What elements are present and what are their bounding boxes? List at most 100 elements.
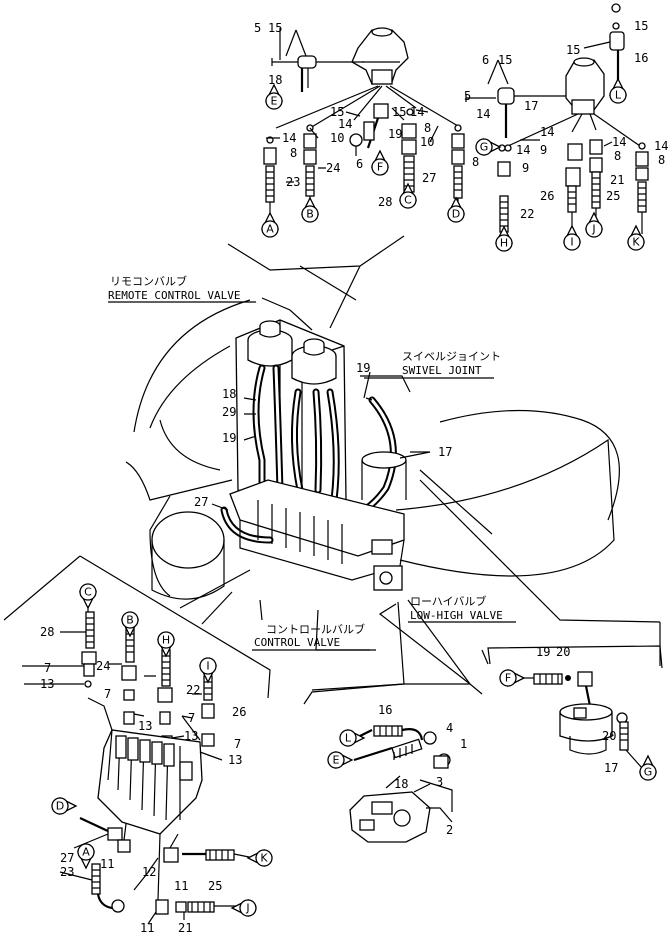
part-num: 9	[540, 143, 547, 157]
bubble-circle	[265, 92, 283, 110]
part-num: 17	[524, 99, 538, 113]
part-num: 15	[634, 19, 648, 33]
bubble-circle	[261, 220, 279, 238]
part-num: 11	[140, 921, 154, 935]
top-left-detail	[263, 27, 465, 222]
lower-left-detail	[22, 604, 255, 925]
part-num: 21	[178, 921, 192, 935]
connection-bubble-i: I	[562, 224, 582, 251]
bubble-letter: J	[245, 902, 249, 915]
bubble-circle	[447, 205, 465, 223]
part-num: 5	[464, 89, 471, 103]
bubble-circle	[301, 205, 319, 223]
swivel-joint-jp: スイベルジョイント	[402, 350, 501, 363]
bubble-letter: F	[505, 672, 511, 685]
connection-bubble-f: F	[370, 149, 390, 176]
part-num: 18	[268, 73, 282, 87]
part-num: 25	[606, 189, 620, 203]
remote-control-valve-jp: リモコンバルブ	[110, 274, 187, 288]
part-num: 18	[222, 387, 236, 401]
bubble-circle	[609, 86, 627, 104]
bubble-letter: D	[452, 208, 460, 221]
bubble-circle	[199, 657, 217, 675]
part-num: 23	[60, 865, 74, 879]
bubble-circle	[495, 234, 513, 252]
connection-bubble-g: G	[475, 137, 502, 157]
bubble-letter: K	[260, 852, 268, 865]
part-num: 14	[338, 117, 352, 131]
part-num: 8	[658, 153, 665, 167]
bubble-letter: B	[306, 208, 314, 221]
lower-right-detail	[487, 645, 663, 769]
control-valve-jp: コントロールバルブ	[266, 622, 365, 636]
part-num: 27	[422, 171, 436, 185]
part-num: 2	[446, 823, 453, 837]
part-num: 7	[44, 661, 51, 675]
part-num: 19	[356, 361, 370, 375]
part-num: 7	[104, 687, 111, 701]
part-num: 27	[60, 851, 74, 865]
bubble-letter: L	[345, 732, 352, 745]
connection-bubble-k: K	[246, 848, 273, 868]
part-num: 14	[654, 139, 668, 153]
part-num: 19	[388, 127, 402, 141]
part-num: 17	[438, 445, 452, 459]
part-num: 13	[138, 719, 152, 733]
bubble-letter: H	[500, 237, 508, 250]
part-num: 14	[282, 131, 296, 145]
part-num: 27	[194, 495, 208, 509]
bubble-circle	[585, 220, 603, 238]
part-num: 9	[522, 161, 529, 175]
bubble-letter: E	[333, 754, 340, 767]
part-num: 18	[394, 777, 408, 791]
bubble-circle	[499, 669, 517, 687]
part-num: 14	[516, 143, 530, 157]
bubble-letter: J	[591, 223, 595, 236]
connection-bubble-d: D	[51, 796, 78, 816]
bubble-circle	[339, 729, 357, 747]
top-right-labels: 6 15 17 5 15 15 16 14 14 9 9 14 8 14 8 2…	[464, 19, 668, 221]
top-left-labels: 5 15 18 15 14 10 8 24 23 14 19 6 15 14 8…	[254, 21, 490, 209]
low-high-valve-en: LOW-HIGH VALVE	[410, 609, 503, 622]
part-num: 25	[208, 879, 222, 893]
bubble-letter: C	[404, 194, 412, 207]
connection-bubble-g: G	[638, 754, 658, 781]
low-high-valve-jp: ローハイバルブ	[410, 594, 486, 608]
bubble-letter: H	[162, 634, 170, 647]
part-num: 20	[556, 645, 570, 659]
remote-control-valve-en: REMOTE CONTROL VALVE	[108, 289, 240, 302]
lower-middle-labels: 16 4 1 18 3 2	[378, 703, 467, 837]
connection-bubble-l: L	[339, 728, 366, 748]
part-num: 1	[460, 737, 467, 751]
part-num: 15	[268, 21, 282, 35]
bubble-circle	[51, 797, 69, 815]
part-num: 7	[188, 711, 195, 725]
bubble-letter: F	[377, 161, 383, 174]
connection-bubble-a: A	[260, 211, 280, 238]
part-num: 16	[634, 51, 648, 65]
part-num: 24	[326, 161, 340, 175]
part-num: 14	[476, 107, 490, 121]
connection-bubble-a: A	[76, 843, 96, 870]
part-num: 15	[392, 105, 406, 119]
part-num: 13	[184, 729, 198, 743]
part-num: 14	[410, 105, 424, 119]
part-num: 8	[472, 155, 479, 169]
part-num: 10	[330, 131, 344, 145]
part-num: 15	[566, 43, 580, 57]
part-num: 28	[40, 625, 54, 639]
part-num: 7	[234, 737, 241, 751]
connection-bubble-c: C	[398, 182, 418, 209]
bubble-letter: B	[126, 614, 134, 627]
bubble-circle	[371, 158, 389, 176]
connection-bubble-h: H	[494, 225, 514, 252]
part-num: 6	[482, 53, 489, 67]
part-num: 6	[356, 157, 363, 171]
bubble-letter: A	[266, 223, 274, 236]
bubble-circle	[639, 763, 657, 781]
part-num: 11	[100, 857, 114, 871]
connection-bubble-c: C	[78, 583, 98, 610]
bubble-letter: G	[644, 766, 653, 779]
